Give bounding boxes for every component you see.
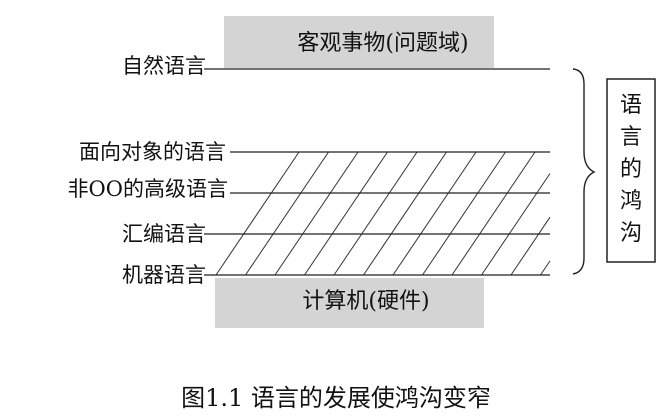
hatch-line xyxy=(422,151,506,276)
hardware-box xyxy=(215,278,484,328)
hatch-line xyxy=(333,151,418,276)
language-gap-box xyxy=(606,78,656,263)
hatch-line xyxy=(245,151,329,276)
language-gap-char: 沟 xyxy=(620,221,642,246)
hatch-line xyxy=(481,173,551,276)
problem-domain-box xyxy=(224,16,494,68)
problem-domain-label: 客观事物(问题域) xyxy=(297,31,468,56)
level-label-assembly-language: 汇编语言 xyxy=(122,222,206,246)
hatch-line xyxy=(540,260,551,276)
gap-hatching xyxy=(215,151,551,276)
hatch-line xyxy=(274,151,359,276)
hatch-line xyxy=(215,151,300,276)
language-gap-char: 的 xyxy=(620,157,642,182)
level-label-natural-language: 自然语言 xyxy=(122,54,206,78)
hatch-line xyxy=(510,216,551,276)
figure-caption: 图1.1 语言的发展使鸿沟变窄 xyxy=(181,384,491,412)
level-label-machine-language: 机器语言 xyxy=(122,263,206,287)
level-label-oo-language: 面向对象的语言 xyxy=(79,140,226,164)
language-gap-char: 鸿 xyxy=(620,189,642,214)
gap-brace xyxy=(572,68,596,275)
hatch-line xyxy=(363,151,447,276)
hardware-label: 计算机(硬件) xyxy=(302,289,429,314)
hatch-line xyxy=(304,151,388,276)
language-gap-char: 言 xyxy=(620,125,642,150)
language-gap-char: 语 xyxy=(620,93,642,118)
hatch-line xyxy=(451,151,536,276)
level-label-non-oo-language: 非OO的高级语言 xyxy=(68,177,228,201)
hatch-line xyxy=(392,151,477,276)
